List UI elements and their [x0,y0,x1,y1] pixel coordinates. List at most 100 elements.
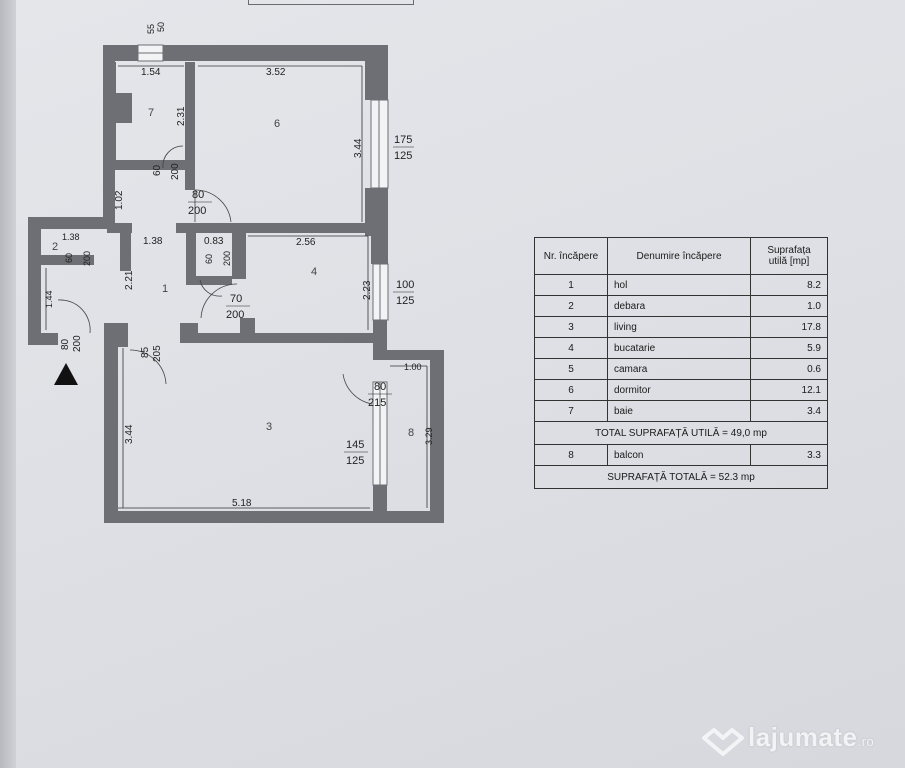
door-205: 205 [152,345,163,362]
dim-100: 1.00 [404,362,422,372]
row-nr: 8 [534,444,608,466]
door-80a: 80 [192,189,204,201]
dim-154: 1.54 [141,67,161,78]
row-name: hol [607,274,751,296]
table-header: Nr. încăpere Denumire încăpere Suprafața… [534,237,828,275]
dim-144: 1.44 [44,290,54,308]
table-row: 5 camara 0.6 [534,358,828,380]
door-200f: 200 [72,335,83,352]
row-area: 1.0 [750,295,828,317]
row-name: living [607,316,751,338]
window-w100: 100 [396,279,414,291]
row-nr: 5 [534,358,608,380]
table-row: 4 bucatarie 5.9 [534,337,828,359]
door-60b: 60 [64,253,74,263]
dim-102: 1.02 [114,190,125,210]
total-area: SUPRAFAȚĂ TOTALĂ = 52.3 mp [534,465,828,489]
row-nr: 6 [534,379,608,401]
balcony-row: 8 balcon 3.3 [534,444,828,466]
door-200e: 200 [226,309,244,321]
room-number-4: 4 [311,266,317,278]
total-row: SUPRAFAȚĂ TOTALĂ = 52.3 mp [534,465,828,489]
row-name: debara [607,295,751,317]
door-200a: 200 [170,163,181,180]
window-w145: 145 [346,439,364,451]
dim-344-top: 3.44 [353,138,364,158]
window-h125a: 125 [394,150,412,162]
door-60a: 60 [152,164,163,176]
door-60c: 60 [204,254,214,264]
dim-221: 2.21 [124,270,135,290]
door-swings [57,145,373,405]
row-area: 0.6 [750,358,828,380]
dim-344-bottom: 3.44 [124,424,135,444]
window-h125b: 125 [396,295,414,307]
row-nr: 7 [534,400,608,422]
dim-083: 0.83 [204,236,224,247]
header-area: Suprafața utilă [mp] [750,237,828,275]
row-nr: 4 [534,337,608,359]
top-frame-remnant [248,0,414,5]
row-nr: 1 [534,274,608,296]
watermark-tld: .ro [857,734,875,749]
door-200b: 200 [188,205,206,217]
dim-top-55: 55 [146,24,156,34]
header-nr: Nr. încăpere [534,237,608,275]
dim-138a: 1.38 [62,232,80,242]
total-util-row: TOTAL SUPRAFAȚĂ UTILĂ = 49,0 mp [534,421,828,445]
row-nr: 2 [534,295,608,317]
door-80c: 80 [374,381,386,393]
table-row: 6 dormitor 12.1 [534,379,828,401]
table-row: 7 baie 3.4 [534,400,828,422]
door-200c: 200 [82,251,92,266]
dim-518: 5.18 [232,498,252,509]
dim-231: 2.31 [176,106,187,126]
watermark-logo: lajumate.ro [748,722,874,753]
row-nr: 3 [534,316,608,338]
header-name: Denumire încăpere [607,237,751,275]
total-util: TOTAL SUPRAFAȚĂ UTILĂ = 49,0 mp [534,421,828,445]
room-number-8: 8 [408,427,414,439]
door-80b: 80 [60,338,71,350]
door-215: 215 [368,397,386,409]
row-name: bucatarie [607,337,751,359]
dim-329: 3.29 [424,427,434,445]
walls [28,45,444,523]
heart-logo-icon [702,728,744,756]
table-row: 3 living 17.8 [534,316,828,338]
row-area: 17.8 [750,316,828,338]
row-area: 3.4 [750,400,828,422]
row-name: baie [607,400,751,422]
table-row: 1 hol 8.2 [534,274,828,296]
door-70: 70 [230,293,242,305]
paper-edge-shadow [0,0,16,768]
room-area-table: Nr. încăpere Denumire încăpere Suprafața… [534,237,828,489]
row-name: camara [607,358,751,380]
entrance-arrow-icon [54,363,78,385]
table-row: 2 debara 1.0 [534,295,828,317]
room-number-3: 3 [266,421,272,433]
row-area: 12.1 [750,379,828,401]
row-area: 8.2 [750,274,828,296]
dimension-lines [45,65,428,509]
room-number-2: 2 [52,241,58,253]
dim-top-50: 50 [156,22,166,32]
dim-223: 2.23 [362,280,373,300]
window-w175: 175 [394,134,412,146]
room-number-6: 6 [274,118,280,130]
door-200d: 200 [222,251,232,266]
windows [137,44,389,486]
room-number-1: 1 [162,283,168,295]
dim-352: 3.52 [266,67,286,78]
row-area: 5.9 [750,337,828,359]
row-area: 3.3 [750,444,828,466]
dim-256: 2.56 [296,237,316,248]
door-85: 85 [140,346,151,358]
window-h125c: 125 [346,455,364,467]
row-name: balcon [607,444,751,466]
room-number-7: 7 [148,107,154,119]
watermark-brand: lajumate [748,722,858,752]
row-name: dormitor [607,379,751,401]
dim-138b: 1.38 [143,236,163,247]
